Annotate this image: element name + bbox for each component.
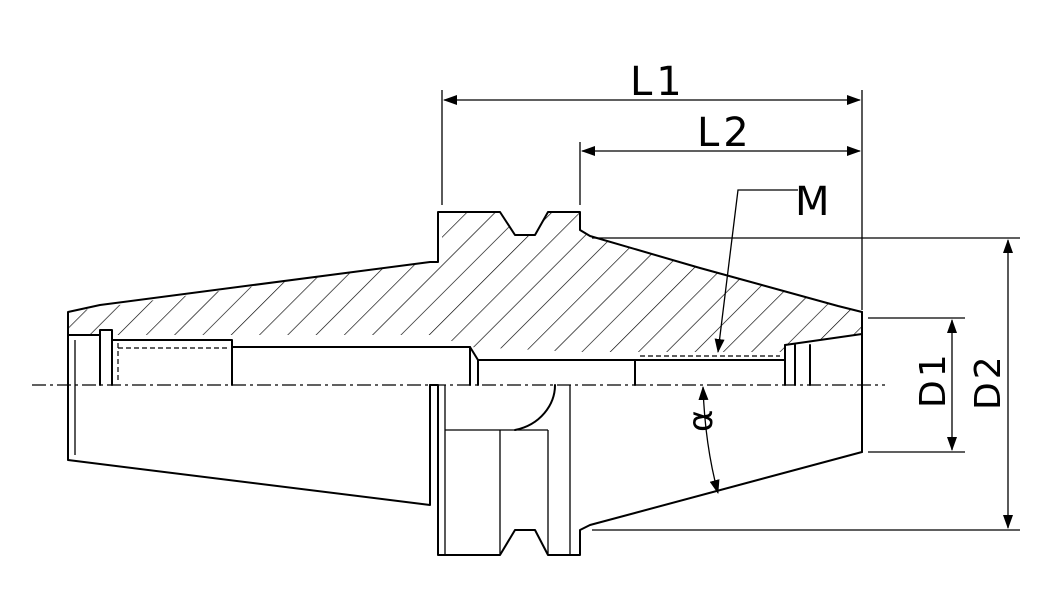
taper-lower-outline xyxy=(67,384,431,506)
l1-label: L1 xyxy=(630,59,686,105)
d2-label: D2 xyxy=(968,353,1009,410)
bore-lower xyxy=(99,334,811,386)
alpha-label: α xyxy=(681,410,721,432)
thread-hidden-line-rear xyxy=(117,343,228,380)
l2-label: L2 xyxy=(697,110,753,156)
m-label: M xyxy=(795,179,834,225)
bore-upper xyxy=(67,329,786,361)
angle-arc xyxy=(698,386,720,494)
m-leader xyxy=(714,189,798,353)
flange-groove-arc xyxy=(514,384,556,431)
flange-lower-outline xyxy=(429,384,863,556)
section-hatch xyxy=(68,212,862,352)
d1-label: D1 xyxy=(913,351,954,408)
flange-inner-lines xyxy=(444,385,571,555)
nose-bore xyxy=(784,333,863,346)
taper-upper-outline xyxy=(67,211,863,386)
